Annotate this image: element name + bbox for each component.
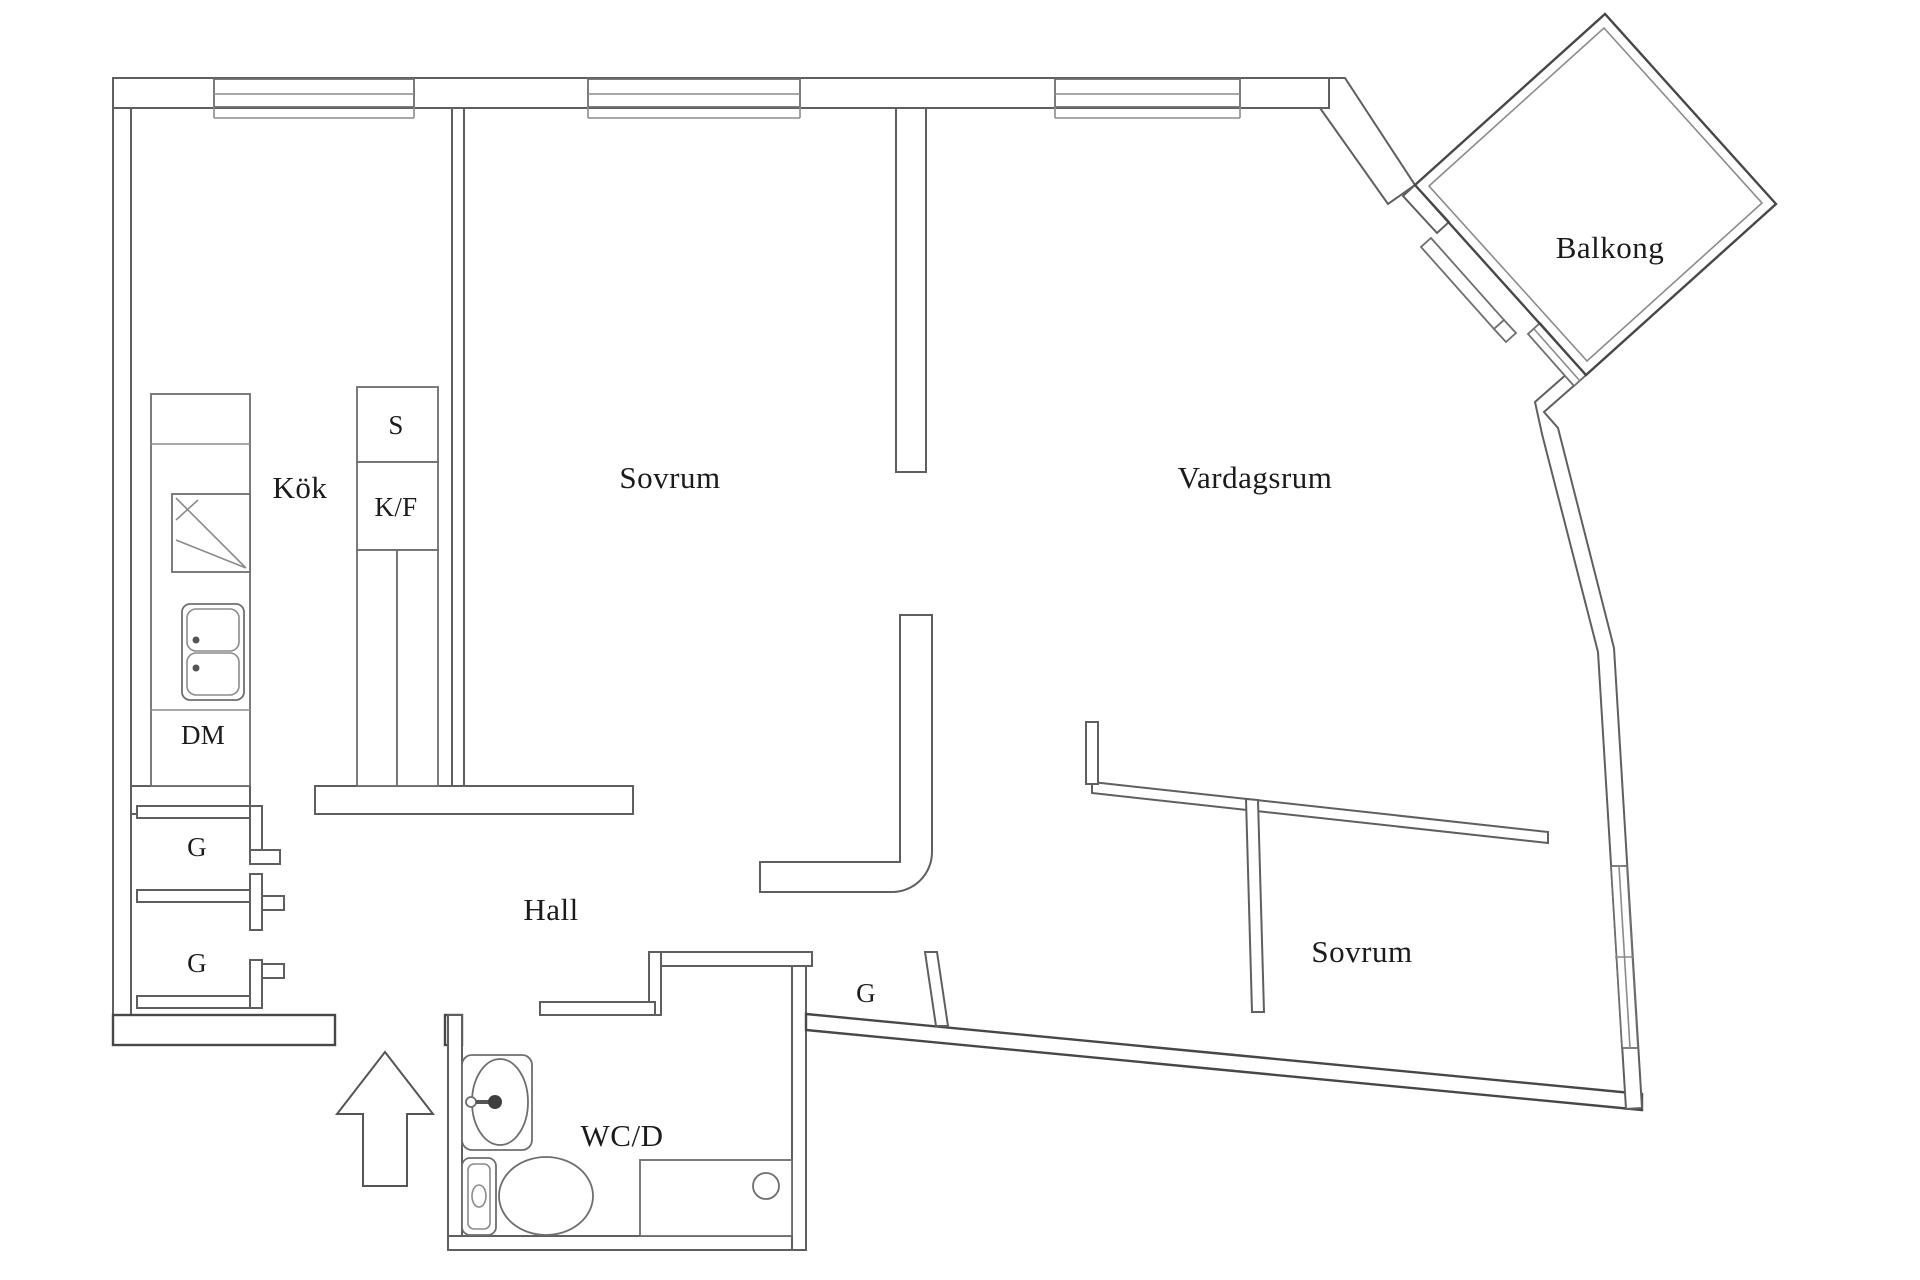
kitchen-fixtures xyxy=(150,386,439,787)
balcony-inner-railing xyxy=(1427,26,1764,363)
diagonal-wall xyxy=(1318,77,1417,206)
exterior-walls xyxy=(111,77,1644,1251)
hall-bottom-wall xyxy=(654,951,813,967)
balcony-outer-railing xyxy=(1413,12,1778,377)
room-label-bathroom: WC/D xyxy=(581,1118,664,1153)
room-label-bedroom-2: Sovrum xyxy=(1311,934,1412,969)
washbasin-icon xyxy=(461,1054,533,1151)
bedroom-living-divider xyxy=(895,107,927,473)
cabinet-column xyxy=(356,386,439,787)
fixture-label-wardrobe-3: G xyxy=(856,978,876,1008)
wardrobe-walls xyxy=(136,805,285,1009)
window-1 xyxy=(213,78,415,119)
bedroom2-left-wall xyxy=(1244,797,1266,1013)
stove-icon xyxy=(171,493,251,573)
wardrobe3-right-wall xyxy=(923,951,950,1027)
room-label-kitchen: Kök xyxy=(273,470,328,505)
hall-living-rounded-wall xyxy=(759,614,933,893)
bedroom2-top-wall xyxy=(1091,780,1549,845)
kitchen-bedroom-divider xyxy=(451,107,465,789)
bedroom2-top-wall-stub xyxy=(1085,721,1099,785)
bathroom-left-wall xyxy=(447,1014,463,1251)
balcony-door-icon xyxy=(1419,236,1506,331)
fixture-label-pantry: S xyxy=(388,410,403,440)
entrance-arrow-icon xyxy=(334,1050,436,1187)
window-2 xyxy=(587,78,801,119)
balcony xyxy=(1413,12,1778,377)
kitchen-counter xyxy=(150,393,251,787)
labels: Kök Sovrum Vardagsrum Balkong Hall WC/D … xyxy=(181,230,1664,1153)
balcony-wall-piece xyxy=(1401,183,1451,235)
left-wall xyxy=(112,107,132,1046)
pantry-cabinet xyxy=(356,386,439,463)
room-label-hall: Hall xyxy=(523,892,578,927)
kitchen-sink-icon xyxy=(181,603,245,701)
room-label-bedroom-1: Sovrum xyxy=(619,460,720,495)
window-right-wall xyxy=(1610,865,1639,1049)
bathroom-fixtures xyxy=(461,1054,793,1237)
fridge-freezer xyxy=(356,461,439,551)
bathroom-right-wall xyxy=(791,965,807,1251)
interior-walls xyxy=(130,107,1549,1027)
room-label-living-room: Vardagsrum xyxy=(1178,460,1333,495)
window-balcony-edge xyxy=(1526,321,1588,388)
bedroom1-bottom-wall xyxy=(314,785,634,815)
fixture-label-dishwasher: DM xyxy=(181,720,225,750)
windows xyxy=(213,78,1639,1049)
toilet-icon xyxy=(461,1156,594,1236)
room-label-balcony: Balkong xyxy=(1556,230,1665,265)
bathroom-bottom-wall xyxy=(447,1235,807,1251)
fixture-label-wardrobe-1: G xyxy=(187,832,207,862)
balcony-door-jamb xyxy=(1492,318,1518,344)
window-3 xyxy=(1054,78,1241,119)
fixture-label-wardrobe-2: G xyxy=(187,948,207,978)
bottom-wall-left xyxy=(111,1013,337,1047)
fixture-label-fridge: K/F xyxy=(375,492,418,522)
bottom-wall-slanted xyxy=(804,1012,1644,1112)
bathroom-top-wall xyxy=(539,1001,656,1016)
shower-icon xyxy=(639,1159,793,1237)
